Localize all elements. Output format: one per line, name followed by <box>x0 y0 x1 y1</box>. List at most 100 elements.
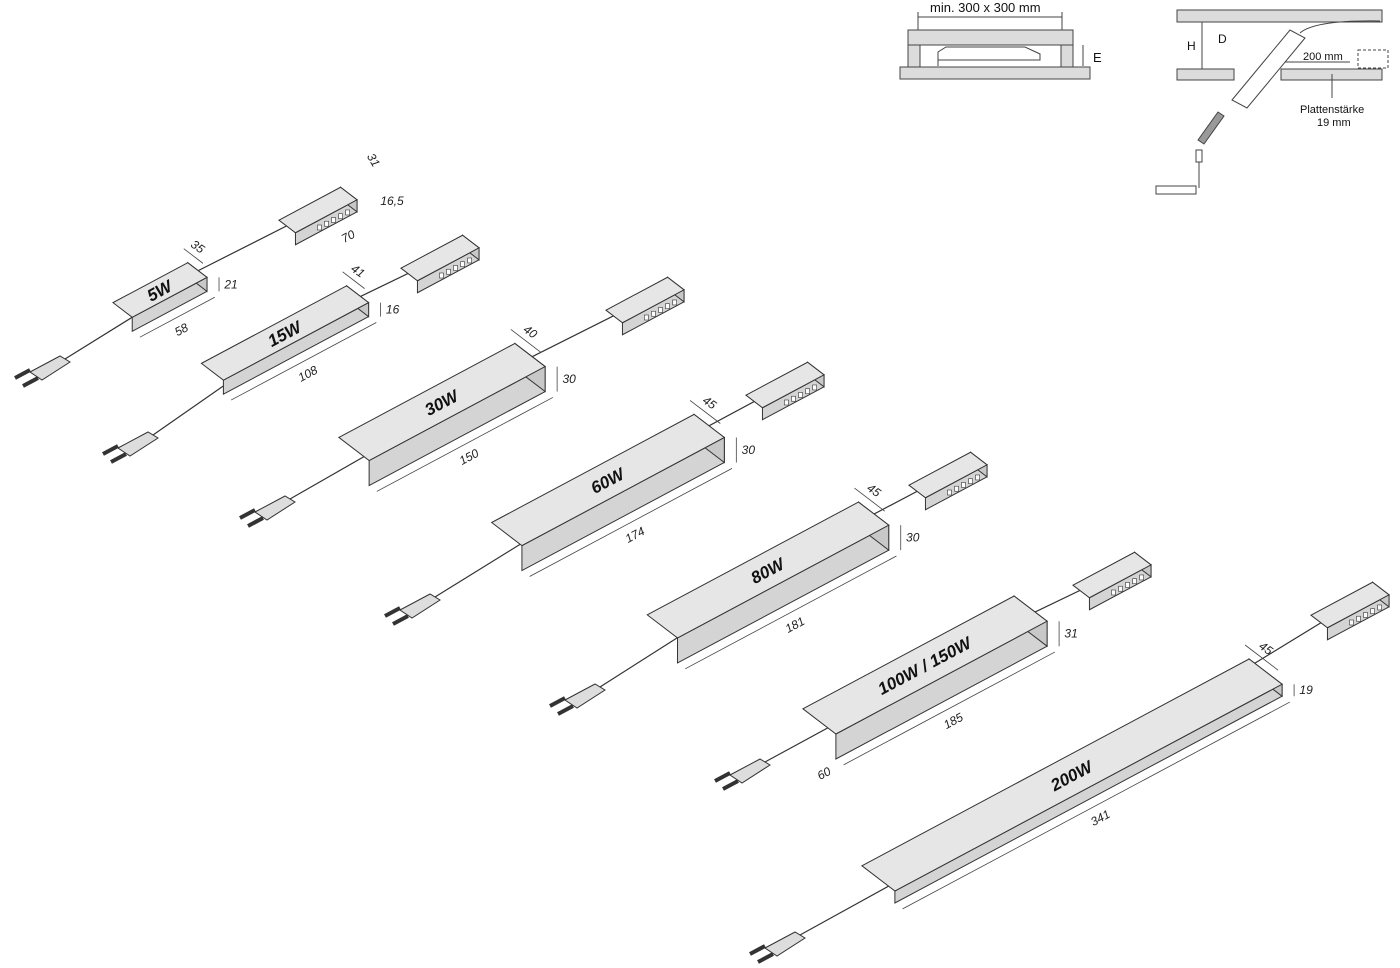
length-dimension: 150 <box>457 446 482 468</box>
socket-icon <box>798 392 803 398</box>
height-dimension: 16 <box>386 303 400 317</box>
length-dimension-line <box>902 701 1290 910</box>
distributor-top-face <box>908 451 988 499</box>
distributor-width-dimension: 31 <box>364 151 383 170</box>
socket-icon <box>975 474 980 481</box>
plug-pin <box>22 376 39 388</box>
socket-icon <box>672 299 677 306</box>
plug-body <box>254 495 296 521</box>
driver-side-view <box>937 46 1041 66</box>
socket-icon <box>467 257 472 264</box>
socket-icon <box>1363 612 1368 618</box>
length-dimension-line <box>843 651 1055 766</box>
length-dimension-line <box>685 555 897 670</box>
socket-icon <box>1356 615 1361 622</box>
plug-icon <box>749 931 806 964</box>
socket-icon <box>791 395 796 402</box>
plug-body <box>117 431 159 457</box>
connector <box>1195 149 1203 163</box>
distributor-top-face <box>1310 581 1390 629</box>
width-dimension: 45 <box>700 393 719 412</box>
plug-icon <box>714 758 771 791</box>
bottom-board <box>899 66 1091 80</box>
socket-icon <box>460 261 465 268</box>
socket-icon <box>665 303 670 310</box>
distributor-box <box>400 234 480 294</box>
d-label: D <box>1218 32 1227 46</box>
plug-pin <box>102 444 119 456</box>
distributor-box <box>745 361 825 421</box>
distributor-box <box>1310 581 1390 641</box>
socket-icon <box>651 310 656 317</box>
side-wall <box>1060 44 1074 68</box>
plug-body <box>399 593 441 619</box>
side-dimension: 60 <box>815 764 834 783</box>
plug <box>1197 111 1225 145</box>
plug-pin <box>384 606 401 618</box>
width-dimension: 45 <box>1256 639 1275 658</box>
length-dimension: 108 <box>296 363 321 385</box>
distributor-top-face <box>605 276 685 324</box>
width-dimension-line <box>510 329 542 353</box>
top-board <box>1176 9 1383 23</box>
length-dimension-line <box>376 397 554 492</box>
distributor-box <box>278 186 358 246</box>
width-dimension-line <box>854 487 885 512</box>
plug-pin <box>110 452 127 464</box>
driver-tilted <box>1231 29 1306 109</box>
length-dimension: 174 <box>623 524 648 546</box>
plug-pin <box>549 696 566 708</box>
height-dimension: 30 <box>906 531 920 545</box>
width-dimension: 45 <box>864 481 883 500</box>
socket-icon <box>1370 608 1375 615</box>
socket-icon <box>1111 589 1116 596</box>
board-thickness-value: 19 mm <box>1317 117 1351 129</box>
width-dimension: 41 <box>348 261 367 280</box>
socket-icon <box>1139 574 1144 581</box>
plug-icon <box>239 495 296 528</box>
height-dimension: 21 <box>223 277 237 291</box>
driver-body-top-face <box>490 413 726 547</box>
socket-icon <box>1349 619 1354 626</box>
height-label-e: E <box>1093 50 1102 65</box>
connector-ghost <box>1357 49 1389 69</box>
length-dimension-line <box>139 296 215 338</box>
board-thickness-label: Plattenstärke <box>1300 104 1364 116</box>
plug-pin <box>14 368 31 380</box>
distributor-box <box>605 276 685 336</box>
driver-body-top-face <box>200 285 370 381</box>
driver-body-top-face <box>112 262 208 318</box>
socket-icon <box>644 314 649 321</box>
distributor-top-face <box>400 234 480 282</box>
socket-icon <box>317 224 322 231</box>
length-dimension: 185 <box>941 710 966 732</box>
plug-pin <box>239 508 256 520</box>
socket-icon <box>954 485 959 492</box>
side-wall <box>907 44 921 68</box>
socket-icon <box>961 482 966 488</box>
distance-label: 200 mm <box>1303 51 1343 63</box>
socket-icon <box>1118 585 1123 592</box>
plug-pin <box>722 779 739 791</box>
plug-pin <box>392 614 409 626</box>
width-dimension-line <box>183 248 204 264</box>
plug-icon <box>549 683 606 716</box>
socket-icon <box>1132 578 1137 585</box>
socket-icon <box>338 213 343 220</box>
width-dimension-line <box>342 271 365 289</box>
socket-icon <box>331 217 336 223</box>
plug-body <box>29 355 71 381</box>
length-dimension-line <box>529 468 733 577</box>
distributor-box <box>1072 551 1152 611</box>
length-dimension: 181 <box>783 614 807 636</box>
socket-icon <box>446 268 451 275</box>
bottom-board-left <box>1176 68 1235 81</box>
socket-icon <box>658 307 663 313</box>
height-dimension: 30 <box>562 372 576 386</box>
